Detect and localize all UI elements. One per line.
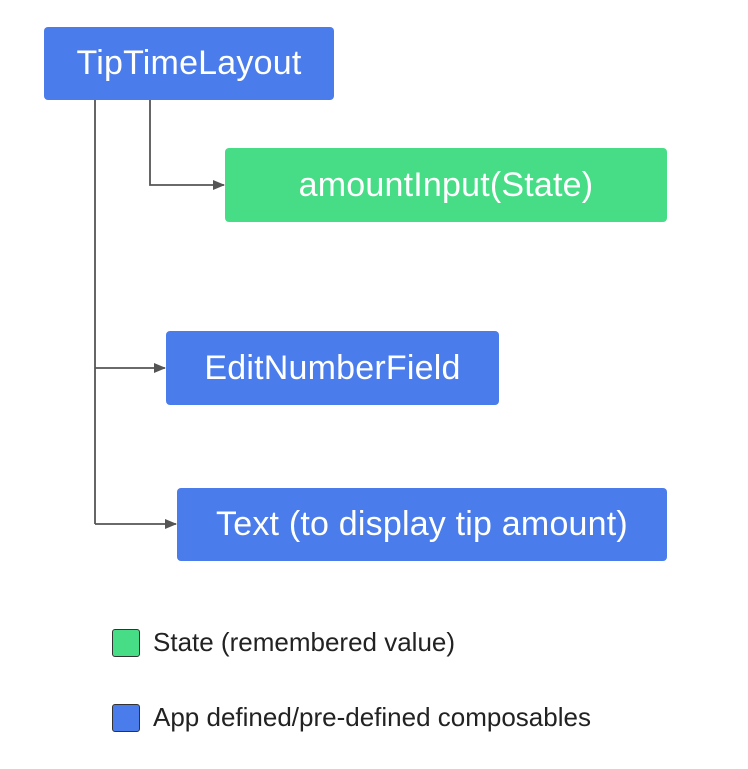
legend-item-state: State (remembered value)	[112, 627, 455, 658]
node-amount-input-state: amountInput(State)	[225, 148, 667, 222]
legend-item-composables: App defined/pre-defined composables	[112, 702, 591, 733]
node-edit-number-field: EditNumberField	[166, 331, 499, 405]
legend-label-composables: App defined/pre-defined composables	[153, 702, 591, 732]
legend-label-state: State (remembered value)	[153, 627, 456, 657]
node-text-tip-amount: Text (to display tip amount)	[177, 488, 667, 561]
legend-swatch-blue	[112, 703, 140, 732]
legend-swatch-green	[112, 628, 140, 657]
node-tiptimelayout: TipTimeLayout	[44, 27, 334, 100]
edge-tiptimelayout-to-amountinput	[149, 100, 225, 190]
